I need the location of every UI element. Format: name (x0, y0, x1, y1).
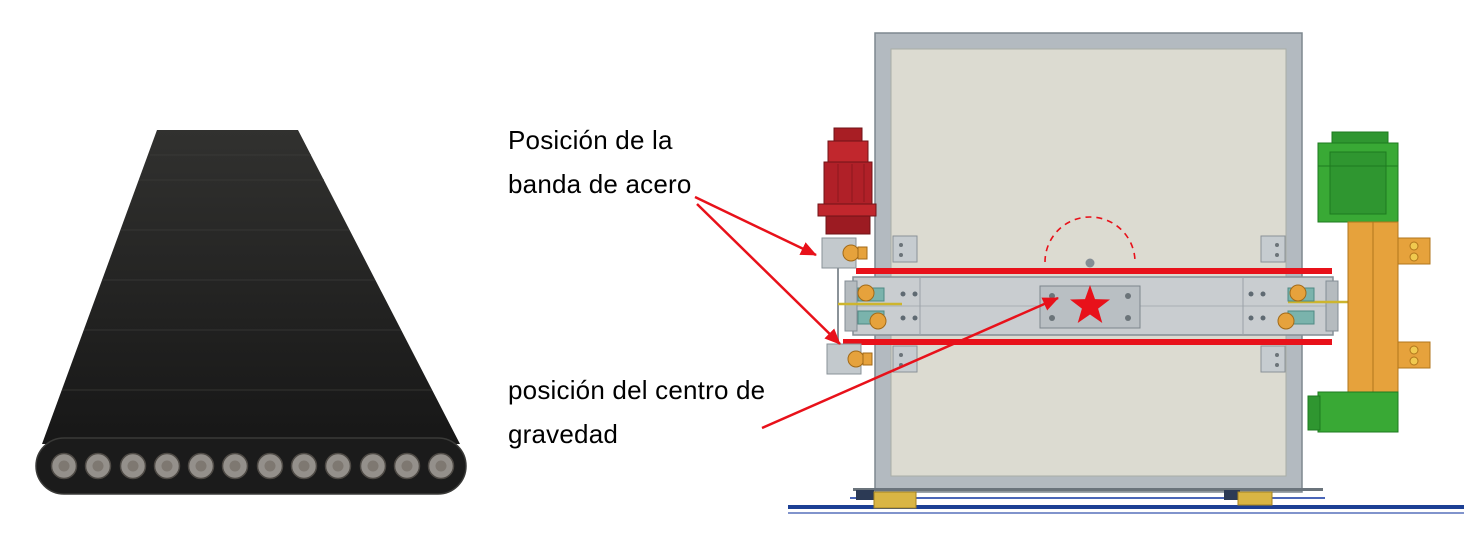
swing-radius-arc (1044, 216, 1136, 263)
belt-texture-lines (62, 154, 432, 391)
frame-tabs (892, 235, 1286, 373)
center-of-gravity-star-icon (1070, 285, 1110, 323)
center-of-gravity-label-line1: posición del centro de (508, 375, 766, 405)
belt-top-surface (42, 130, 460, 444)
arrow-to-band-bottom-anchor (696, 203, 841, 345)
steel-band-label: Posición de la banda de acero (508, 118, 692, 206)
base-rail-line (788, 505, 1464, 509)
steel-band-label-line1: Posición de la (508, 125, 673, 155)
center-of-gravity-label-line2: gravedad (508, 419, 619, 449)
right-beam-fittings (1277, 284, 1352, 330)
green-machine (1307, 131, 1431, 433)
steel-band-bottom-line (843, 339, 1332, 345)
machine-diagram (788, 32, 1464, 514)
center-of-gravity-label: posición del centro de gravedad (508, 368, 765, 456)
steel-band-top-line (856, 268, 1332, 274)
belt-front-edge (35, 437, 467, 495)
red-motor (817, 127, 877, 235)
arrow-to-band-top-anchor (694, 195, 817, 257)
left-beam-fittings (838, 284, 902, 330)
belt-steel-cords (50, 452, 455, 480)
arrow-to-center-of-gravity (761, 296, 1059, 430)
steel-belt-photo (35, 130, 467, 495)
band-anchor-bottom (826, 343, 873, 375)
band-anchor-top (821, 237, 868, 269)
green-machine-arm-top (1397, 237, 1431, 265)
beam-bolt-holes (900, 291, 1266, 321)
annotation-arrows (694, 195, 1059, 430)
steel-band-label-line2: banda de acero (508, 169, 692, 199)
machine-base (788, 488, 1464, 514)
green-machine-arm-bottom (1397, 341, 1431, 369)
pivot-dot (1085, 258, 1095, 268)
center-of-gravity-plate (1039, 285, 1141, 329)
